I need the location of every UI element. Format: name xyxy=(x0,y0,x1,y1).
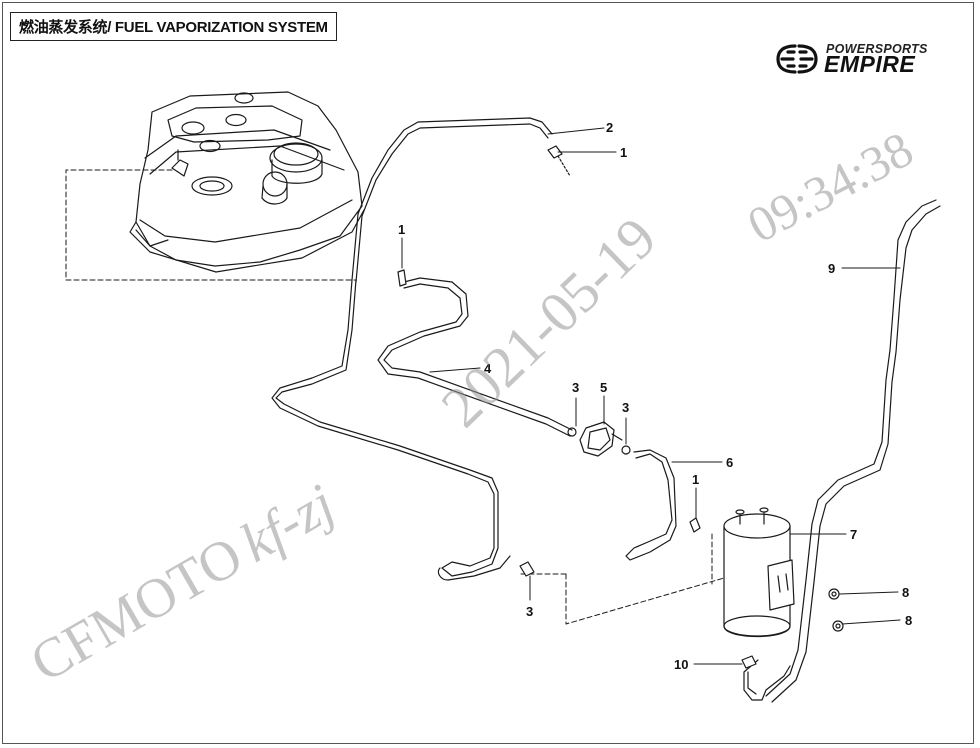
callout-8-b: 8 xyxy=(905,613,912,628)
callout-5: 5 xyxy=(600,380,607,395)
vapor-hose-9 xyxy=(765,199,941,703)
leader-lines xyxy=(401,127,901,665)
fuel-tank xyxy=(129,91,365,273)
callout-6: 6 xyxy=(726,455,733,470)
empire-ee-logo-icon xyxy=(776,44,818,74)
brand-logo: POWERSPORTS EMPIRE xyxy=(772,40,944,78)
logo-main-text: EMPIRE xyxy=(824,51,916,77)
callout-8-a: 8 xyxy=(902,585,909,600)
callout-3-c: 3 xyxy=(526,604,533,619)
callout-9: 9 xyxy=(828,261,835,276)
callout-4: 4 xyxy=(484,361,492,376)
callout-3-a: 3 xyxy=(572,380,579,395)
nuts xyxy=(828,588,844,632)
callout-7: 7 xyxy=(850,527,857,542)
diagram-title: 燃油蒸发系统/ FUEL VAPORIZATION SYSTEM xyxy=(10,12,337,41)
check-valve xyxy=(567,421,631,457)
callout-1-right: 1 xyxy=(692,472,699,487)
charcoal-canister xyxy=(723,507,795,701)
callout-1-left: 1 xyxy=(398,222,405,237)
vapor-hose-4 xyxy=(377,277,573,437)
vapor-hose-upper xyxy=(271,117,553,581)
callout-3-b: 3 xyxy=(622,400,629,415)
callout-2: 2 xyxy=(606,120,613,135)
callout-1-top: 1 xyxy=(620,145,627,160)
hose-clamps xyxy=(397,145,757,669)
logo-top-text: POWERSPORTS xyxy=(826,42,928,56)
callout-10: 10 xyxy=(674,657,688,672)
vapor-hose-6 xyxy=(625,449,677,561)
